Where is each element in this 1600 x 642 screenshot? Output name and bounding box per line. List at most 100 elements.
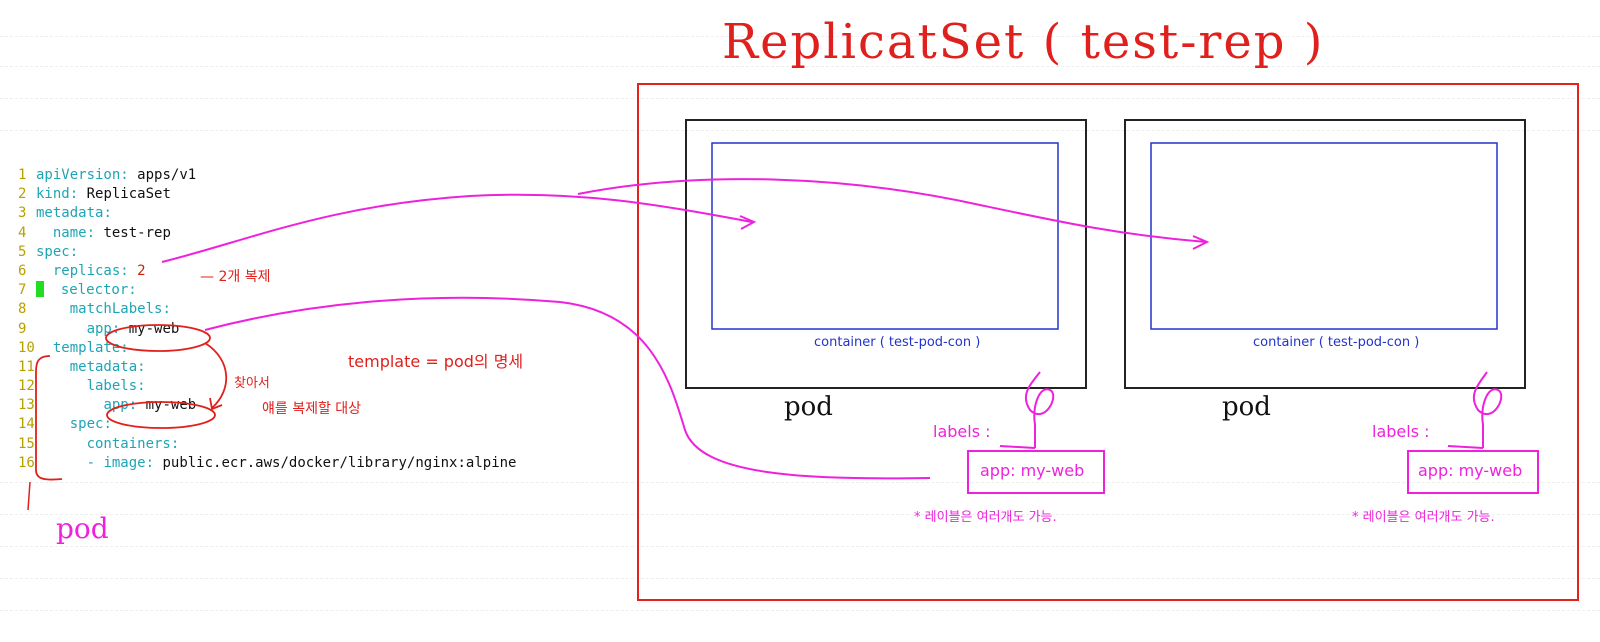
replicaset-box	[637, 83, 1579, 601]
find-note: 찾아서	[234, 376, 270, 391]
line-number: 8	[18, 301, 27, 318]
yaml-key: apiVersion	[36, 167, 121, 183]
yaml-key: kind	[36, 186, 70, 203]
ruled-line	[0, 578, 1600, 579]
yaml-key: app	[86, 320, 112, 337]
yaml-key: matchLabels	[69, 301, 163, 318]
label-connector	[1472, 371, 1503, 448]
ruled-line	[0, 482, 1600, 483]
yaml-key: labels	[86, 378, 138, 395]
code-line: 11 metadata:	[18, 358, 516, 377]
line-number: 5	[18, 243, 27, 260]
label-value: app: my-web	[980, 461, 1085, 480]
yaml-value: test-rep	[103, 224, 171, 241]
ruled-line	[0, 514, 1600, 515]
code-line: 2 kind: ReplicaSet	[18, 185, 516, 204]
yaml-colon: :	[137, 358, 146, 375]
template-bracket-tail	[27, 481, 31, 511]
code-line: 12 labels:	[18, 377, 516, 396]
line-number: 13	[18, 397, 35, 414]
line-number: 16	[18, 454, 35, 471]
code-line: 7 selector:	[18, 281, 516, 300]
line-number: 1	[18, 167, 27, 183]
yaml-key: selector	[60, 282, 129, 299]
yaml-colon: :	[128, 282, 137, 299]
yaml-value: public.ecr.aws/docker/library/nginx:alpi…	[162, 454, 517, 471]
container-box	[1150, 142, 1498, 330]
yaml-key: metadata	[69, 358, 138, 375]
replicas-arrow	[161, 193, 753, 263]
yaml-value: 2	[137, 262, 146, 279]
line-number: 14	[18, 416, 35, 433]
container-label: container ( test-pod-con )	[814, 335, 981, 350]
code-line: 6 replicas: 2	[18, 262, 516, 281]
indent: -	[36, 454, 104, 471]
yaml-colon: :	[86, 224, 96, 241]
ruled-line	[0, 98, 1600, 99]
label-connector	[1447, 445, 1484, 449]
pod-box	[1124, 119, 1526, 389]
ruled-line	[0, 610, 1600, 611]
label-connector	[999, 445, 1036, 449]
label-box	[967, 450, 1105, 494]
line-number: 12	[18, 378, 35, 395]
label-value: app: my-web	[1418, 461, 1523, 480]
yaml-key: replicas	[52, 262, 121, 279]
code-line: 4 name: test-rep	[18, 224, 516, 243]
selector-circle	[105, 324, 211, 352]
labels-note: * 레이블은 여러개도 가능.	[914, 510, 1057, 525]
container-label: container ( test-pod-con )	[1253, 335, 1420, 350]
copy-target-note: 얘를 복제할 대상	[262, 401, 362, 417]
template-note: template = pod의 명세	[348, 352, 524, 371]
arrow-head	[209, 397, 223, 411]
yaml-colon: :	[137, 378, 146, 395]
yaml-value: ReplicaSet	[86, 186, 171, 203]
ruled-line	[0, 546, 1600, 547]
pod-label: pod	[1222, 392, 1271, 422]
arrow-head	[739, 215, 757, 230]
yaml-colon: :	[69, 243, 79, 260]
yaml-key: containers	[86, 435, 171, 452]
ruled-line	[0, 66, 1600, 67]
label-connector	[1024, 371, 1055, 448]
line-number: 3	[18, 205, 27, 222]
code-line: 16 - image: public.ecr.aws/docker/librar…	[18, 454, 516, 473]
pod-label: pod	[784, 392, 833, 422]
line-number: 15	[18, 435, 35, 452]
yaml-colon: :	[69, 186, 79, 203]
pod-box	[685, 119, 1087, 389]
arrow-head	[1192, 235, 1210, 250]
selector-link	[204, 296, 931, 480]
code-line: 15 containers:	[18, 435, 516, 454]
yaml-key: template	[52, 339, 121, 356]
yaml-colon: :	[120, 262, 129, 279]
code-line: 14 spec:	[18, 415, 516, 434]
ruled-line	[0, 130, 1600, 131]
yaml-colon: :	[103, 205, 112, 222]
yaml-value: apps/v1	[137, 167, 197, 183]
label-box	[1407, 450, 1539, 494]
template-bracket	[35, 355, 63, 481]
labels-header: labels :	[933, 422, 991, 441]
yaml-colon: :	[145, 454, 155, 471]
container-box	[711, 142, 1059, 330]
yaml-colon: :	[111, 320, 121, 337]
yaml-key: spec	[36, 243, 70, 260]
yaml-key: spec	[69, 416, 104, 433]
pod-brace-label: pod	[56, 512, 109, 545]
yaml-colon: :	[170, 435, 180, 452]
yaml-key: image	[103, 454, 146, 471]
find-arrow	[204, 342, 228, 409]
line-number: 2	[18, 186, 27, 203]
text-cursor	[36, 281, 44, 298]
labels-note: * 레이블은 여러개도 가능.	[1352, 510, 1495, 525]
replicas-note: — 2개 복제	[200, 269, 271, 285]
yaml-key: app	[103, 397, 129, 414]
line-number: 9	[18, 320, 27, 337]
replicaset-title: ReplicatSet ( test-rep )	[722, 14, 1325, 70]
line-number: 6	[18, 262, 27, 279]
yaml-key: metadata	[36, 205, 104, 222]
code-line: 3 metadata:	[18, 204, 516, 223]
line-number: 4	[18, 224, 27, 241]
line-number: 11	[18, 358, 35, 375]
